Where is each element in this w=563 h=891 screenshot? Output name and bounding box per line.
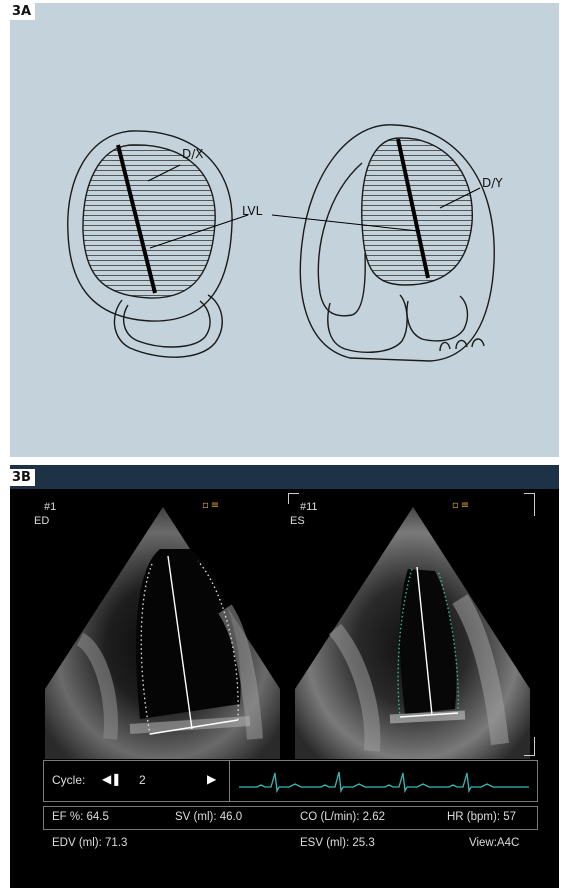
view-value: View:A4C [469, 837, 519, 849]
esv-value: ESV (ml): 25.3 [300, 837, 375, 849]
ed-phase-label: ED [34, 515, 49, 527]
ecg-trace [239, 767, 529, 795]
cycle-control-bar: Cycle: ◀❚ 2 ▶ [43, 760, 538, 802]
es-phase-label: ES [290, 515, 305, 527]
panel-b-label: 3B [8, 469, 35, 486]
es-corner-br [524, 737, 535, 756]
es-view-icons: ▫≡ [452, 500, 471, 511]
cycle-divider [229, 761, 230, 801]
ef-value: EF %: 64.5 [52, 811, 109, 823]
hr-value: HR (bpm): 57 [447, 811, 516, 823]
ed-ultrasound-view [40, 489, 286, 759]
ed-frame-number: #1 [34, 501, 56, 513]
left-heart-diagram [68, 131, 232, 357]
lvl-label: LVL [242, 204, 263, 218]
echo-panel: #1 ED ▫≡ #11 ES ▫≡ [10, 465, 559, 888]
ed-echo-image [40, 489, 286, 759]
es-corner-tl [288, 493, 299, 504]
cycle-number: 2 [139, 773, 146, 787]
ed-view-icons: ▫≡ [202, 500, 221, 511]
dx-label: D/X [182, 147, 204, 161]
heart-schematic: D/X LVL D/Y [10, 3, 559, 457]
right-heart-diagram [300, 125, 494, 361]
sv-value: SV (ml): 46.0 [175, 811, 242, 823]
es-ultrasound-view [290, 489, 536, 759]
cycle-label: Cycle: [52, 773, 85, 787]
es-corner-tr [524, 493, 535, 516]
es-echo-image [290, 489, 536, 759]
step-back-icon[interactable]: ◀❚ [102, 772, 121, 786]
co-value: CO (L/min): 2.62 [300, 811, 385, 823]
dy-label: D/Y [482, 176, 503, 190]
edv-value: EDV (ml): 71.3 [52, 837, 127, 849]
play-icon[interactable]: ▶ [207, 772, 216, 786]
echo-top-bar [10, 465, 559, 489]
schematic-panel: D/X LVL D/Y [10, 3, 559, 457]
panel-a-label: 3A [8, 3, 35, 20]
